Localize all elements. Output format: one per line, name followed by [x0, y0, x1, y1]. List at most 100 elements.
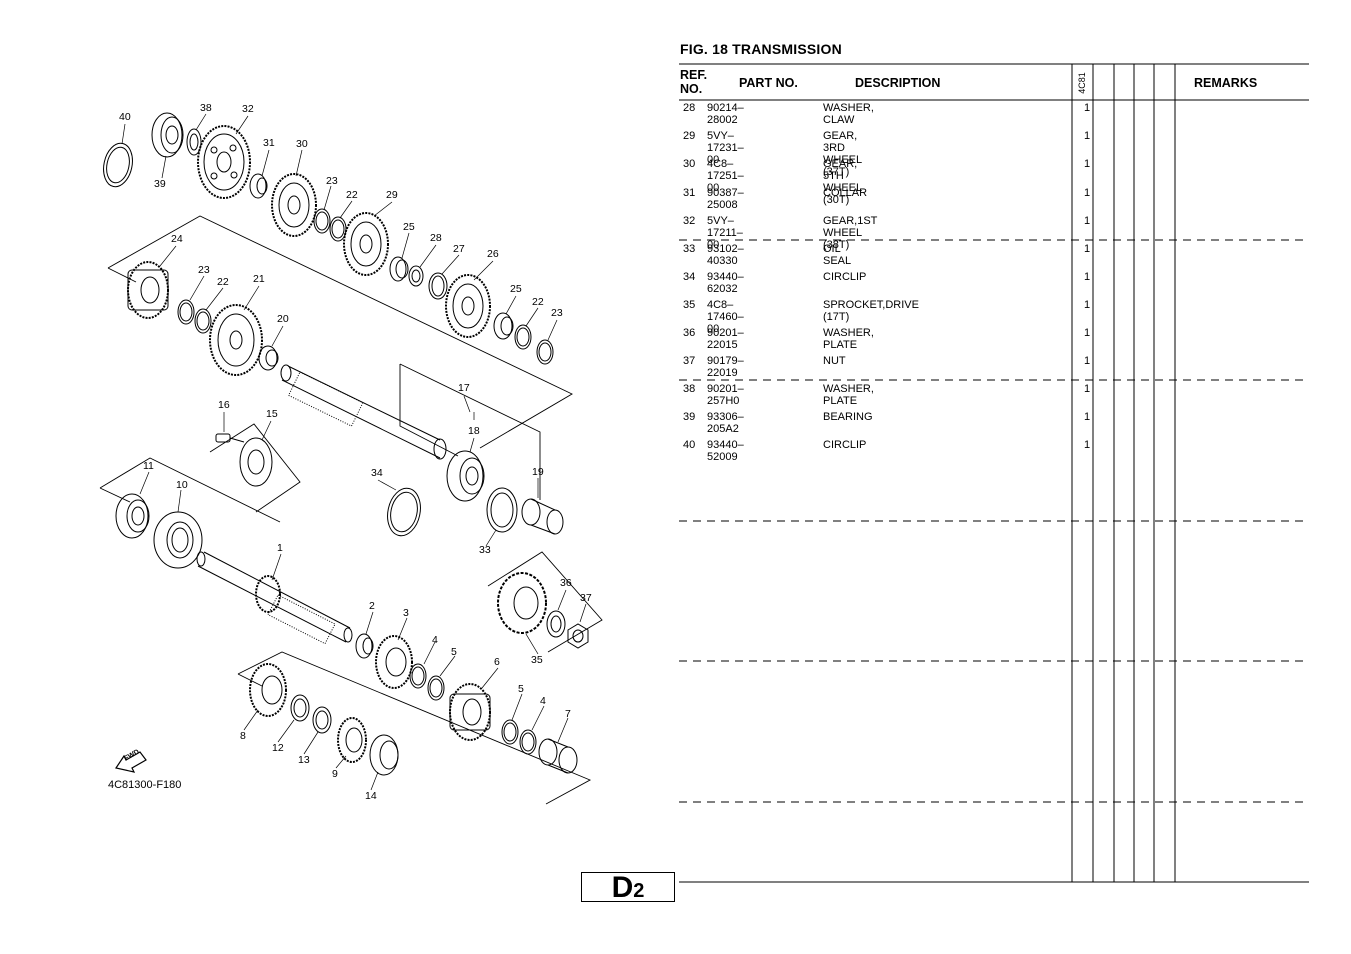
header-remarks: REMARKS: [1194, 76, 1258, 90]
ref-no: 39: [683, 411, 696, 423]
bearing-25a: [389, 256, 409, 282]
callout-24: 24: [171, 233, 183, 245]
description: BEARING: [823, 411, 873, 423]
description: GEAR,1ST WHEEL (38T): [823, 215, 878, 251]
callout-25: 25: [510, 283, 522, 295]
quantity: 1: [1084, 215, 1091, 227]
callout-8: 8: [240, 730, 246, 742]
part-no: 93440–62032: [707, 271, 744, 295]
description: CIRCLIP: [823, 439, 867, 451]
gear-30: [271, 173, 317, 237]
washer-22a: [329, 216, 347, 242]
assembly-frame-lower: [237, 651, 592, 805]
callout-32: 32: [242, 103, 254, 115]
ref-no: 34: [683, 271, 696, 283]
callout-13: 13: [298, 754, 310, 766]
callout-40: 40: [119, 111, 131, 123]
header-model-code: 4C81: [1076, 72, 1087, 94]
header-description: DESCRIPTION: [855, 76, 941, 90]
gear-8: [249, 663, 287, 717]
description: WASHER, PLATE: [823, 327, 874, 351]
page-section: D: [611, 871, 634, 904]
callout-1: 1: [277, 542, 283, 554]
ref-no: 37: [683, 355, 696, 367]
callout-37: 37: [580, 592, 592, 604]
gear-24: [127, 261, 169, 319]
header-ref-no: REF.NO.: [680, 68, 708, 96]
callout-14: 14: [365, 790, 377, 802]
fwd-arrow-icon: [115, 751, 147, 773]
ref-no: 40: [683, 439, 696, 451]
callout-21: 21: [253, 273, 265, 285]
ref-no: 36: [683, 327, 696, 339]
drive-axle-17: [280, 364, 447, 460]
part-no: 90214–28002: [707, 102, 744, 126]
washer-5b: [501, 719, 519, 745]
washer-12: [290, 694, 310, 722]
main-axle-1: [196, 551, 353, 645]
part-no: 93102–40330: [707, 243, 744, 267]
quantity: 1: [1084, 243, 1091, 255]
quantity: 1: [1084, 383, 1091, 395]
callout-4: 4: [540, 695, 546, 707]
callout-23: 23: [326, 175, 338, 187]
assembly-frame-upper: [107, 215, 573, 500]
circlip-40: [103, 142, 133, 188]
callout-11: 11: [143, 460, 154, 472]
quantity: 1: [1084, 299, 1091, 311]
callout-22: 22: [532, 296, 544, 308]
collar-2: [355, 633, 374, 659]
quantity: 1: [1084, 411, 1091, 423]
quantity: 1: [1084, 187, 1091, 199]
plate-15: [239, 437, 273, 487]
callout-20: 20: [277, 313, 289, 325]
callout-7: 7: [565, 708, 571, 720]
callout-22: 22: [217, 276, 229, 288]
ref-no: 28: [683, 102, 696, 114]
quantity: 1: [1084, 355, 1091, 367]
quantity: 1: [1084, 130, 1091, 142]
page-number: 2: [633, 880, 645, 902]
callout-26: 26: [487, 248, 499, 260]
callout-2: 2: [369, 600, 375, 612]
circlip-4a: [409, 663, 427, 689]
figure-title: FIG. 18 TRANSMISSION: [680, 41, 842, 57]
drawing-code: 4C81300-F180: [108, 779, 182, 791]
gear-29: [343, 212, 389, 276]
circlip-34: [387, 487, 421, 537]
callout-23: 23: [198, 264, 210, 276]
collar-20: [258, 345, 279, 371]
callout-33: 33: [479, 544, 491, 556]
washer-38: [186, 128, 202, 156]
callout-22: 22: [346, 189, 358, 201]
quantity: 1: [1084, 102, 1091, 114]
circlip-4b: [519, 729, 537, 755]
washer-22b: [514, 324, 532, 350]
callout-30: 30: [296, 138, 308, 150]
description: SPROCKET,DRIVE (17T): [823, 299, 919, 323]
part-no: 93306–205A2: [707, 411, 744, 435]
quantity: 1: [1084, 327, 1091, 339]
part-no: 90179–22019: [707, 355, 744, 379]
part-no: 90201–257H0: [707, 383, 744, 407]
description: COLLAR: [823, 187, 868, 199]
part-no: 4C8–17460–00: [707, 299, 744, 335]
gear-9: [337, 717, 367, 763]
circlip-23b: [536, 339, 554, 365]
assembly-frame-sprocket: [487, 551, 603, 653]
gear-21: [209, 304, 263, 376]
ref-no: 29: [683, 130, 696, 142]
ref-no: 35: [683, 299, 696, 311]
description: CIRCLIP: [823, 271, 867, 283]
circlip-23a: [313, 208, 331, 234]
callout-12: 12: [272, 742, 284, 754]
quantity: 1: [1084, 158, 1091, 170]
quantity: 1: [1084, 271, 1091, 283]
callout-29: 29: [386, 189, 398, 201]
callout-5: 5: [451, 646, 457, 658]
page-number-box: D2: [581, 871, 675, 904]
gear-3: [375, 635, 413, 689]
washer-5a: [427, 675, 445, 701]
callout-28: 28: [430, 232, 442, 244]
